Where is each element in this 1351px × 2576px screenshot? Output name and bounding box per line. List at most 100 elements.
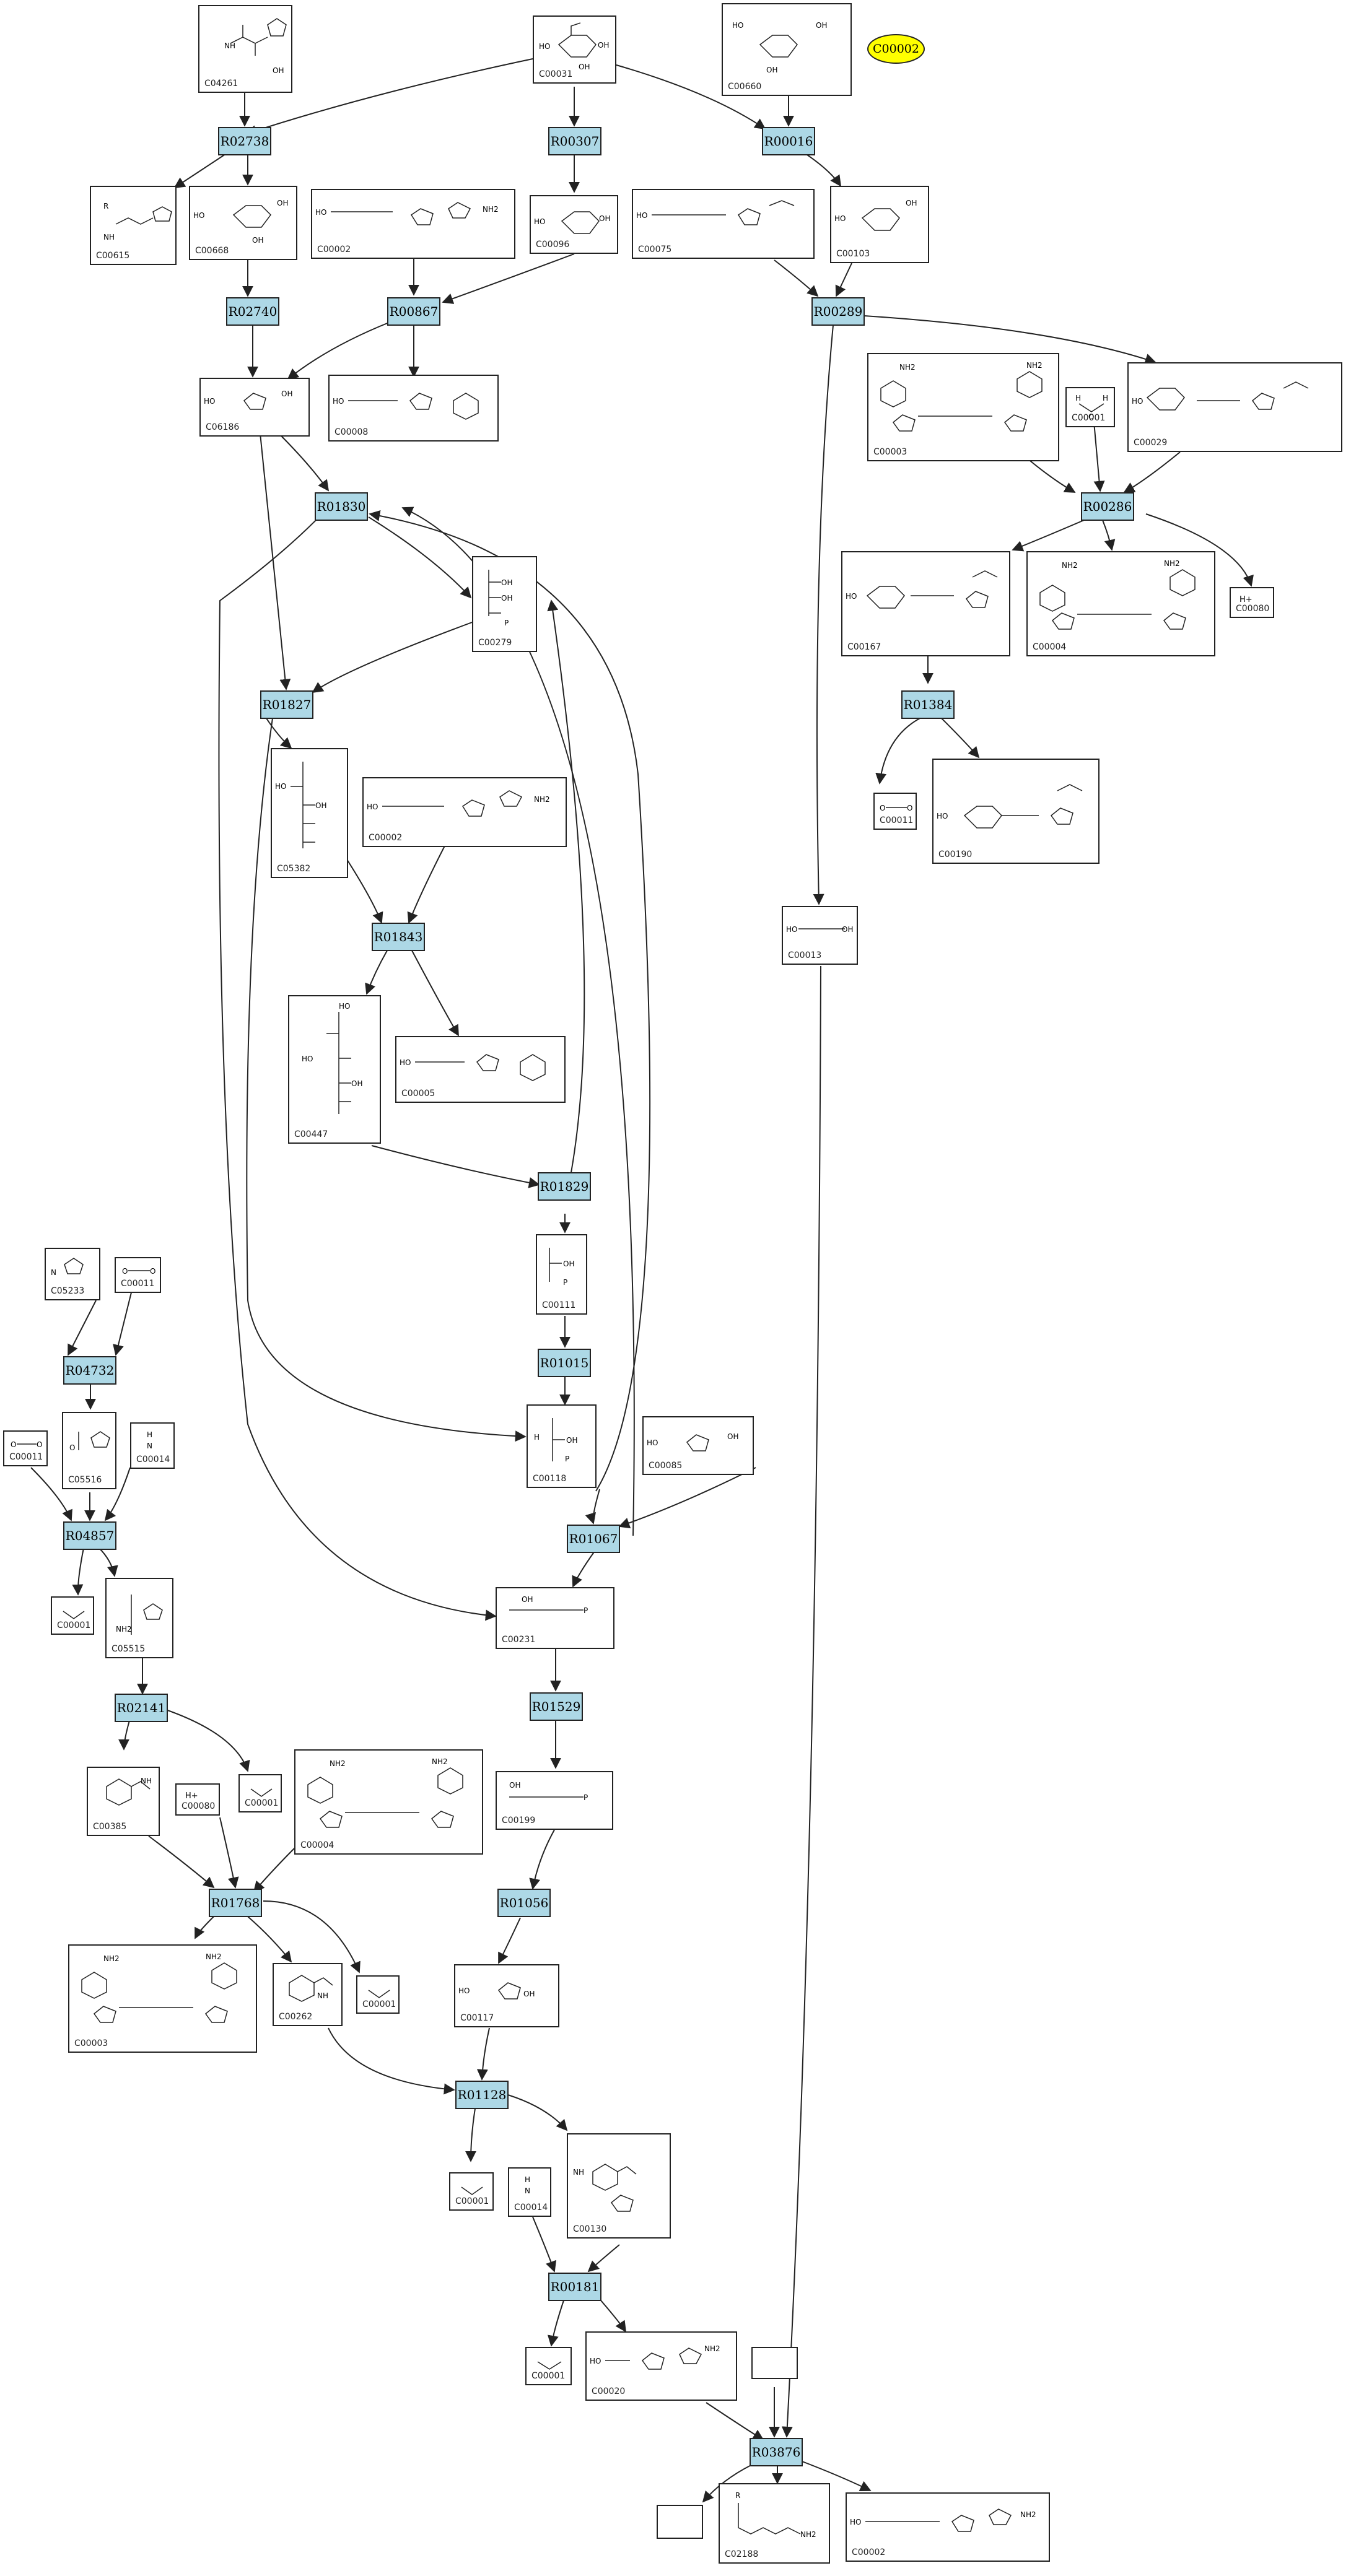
compound-box[interactable]: HO C00075 — [632, 189, 815, 259]
reaction-node[interactable]: R01056 — [497, 1889, 551, 1917]
compound-box[interactable]: C00001 — [238, 1774, 282, 1812]
compound-box[interactable]: C00001 — [525, 2347, 572, 2385]
reaction-node[interactable]: R01015 — [538, 1349, 591, 1377]
compound-box[interactable] — [751, 2347, 798, 2379]
reaction-node[interactable]: R04857 — [63, 1521, 116, 1550]
reaction-node[interactable]: R01067 — [567, 1525, 620, 1553]
svg-text:OH: OH — [816, 21, 827, 30]
reaction-node[interactable]: R01830 — [315, 492, 368, 521]
compound-box[interactable] — [657, 2505, 703, 2539]
compound-box[interactable]: H+ C00080 — [1230, 587, 1274, 618]
compound-id: C00385 — [93, 1822, 127, 1832]
reaction-node[interactable]: R01843 — [372, 923, 425, 951]
edge — [585, 1489, 600, 1525]
compound-id: C05515 — [111, 1644, 146, 1654]
compound-box[interactable]: N C05233 — [45, 1248, 100, 1300]
compound-box[interactable]: C00001 — [356, 1975, 400, 2014]
edge — [68, 1300, 97, 1356]
compound-box[interactable]: HO C00190 — [932, 759, 1100, 864]
compound-box[interactable]: O C05516 — [62, 1412, 116, 1489]
reaction-node[interactable]: R01128 — [455, 2081, 509, 2109]
compound-box[interactable]: HO C00008 — [328, 375, 499, 442]
compound-box[interactable]: HO C00029 — [1127, 362, 1342, 452]
compound-id: C00262 — [279, 2012, 313, 2022]
reaction-node[interactable]: R02141 — [115, 1694, 168, 1722]
highlight-node[interactable]: C00002 — [867, 34, 925, 64]
compound-box[interactable]: NH C00130 — [567, 2133, 671, 2239]
reaction-node[interactable]: R01384 — [901, 690, 955, 719]
reaction-node[interactable]: R00181 — [548, 2273, 601, 2301]
compound-box[interactable]: NH C00262 — [273, 1963, 343, 2026]
compound-box[interactable]: C00001 — [51, 1596, 94, 1635]
compound-box[interactable]: HO C00005 — [395, 1036, 566, 1103]
svg-text:OH: OH — [281, 389, 292, 398]
compound-box[interactable]: HO C00167 — [841, 551, 1010, 656]
reaction-node[interactable]: R02738 — [218, 127, 271, 155]
edge — [245, 58, 533, 136]
reaction-node[interactable]: R01768 — [209, 1889, 262, 1917]
compound-box[interactable]: NH C00385 — [87, 1767, 160, 1836]
reaction-node[interactable]: R04732 — [63, 1356, 116, 1385]
svg-text:NH2: NH2 — [330, 1759, 346, 1768]
compound-id: C00029 — [1134, 438, 1168, 448]
edge — [805, 153, 842, 187]
structure-drawing: HO OH — [204, 389, 292, 410]
compound-id: C04261 — [204, 79, 238, 89]
compound-box[interactable]: H+ C00080 — [175, 1783, 220, 1816]
svg-text:NH: NH — [224, 41, 235, 50]
svg-text:HO: HO — [204, 397, 215, 406]
reaction-node[interactable]: R01829 — [538, 1172, 591, 1201]
reaction-node[interactable]: R03876 — [750, 2438, 803, 2466]
edge — [246, 718, 527, 1442]
edge — [164, 1708, 250, 1772]
compound-box[interactable]: C00001 — [449, 2172, 494, 2211]
reaction-node[interactable]: R00286 — [1081, 492, 1134, 521]
edge — [195, 1916, 214, 1939]
reaction-node[interactable]: R00016 — [762, 127, 815, 155]
compound-box[interactable]: NH2 C05515 — [105, 1578, 173, 1658]
reaction-node[interactable]: R01827 — [260, 690, 313, 719]
reaction-node[interactable]: R00307 — [548, 127, 601, 155]
reaction-node[interactable]: R01529 — [530, 1692, 583, 1721]
edge — [368, 516, 472, 599]
reaction-node[interactable]: R00289 — [811, 297, 865, 326]
reaction-node[interactable]: R00867 — [387, 297, 440, 326]
reaction-node[interactable]: R02740 — [226, 297, 279, 326]
svg-text:NH2: NH2 — [704, 2344, 720, 2353]
